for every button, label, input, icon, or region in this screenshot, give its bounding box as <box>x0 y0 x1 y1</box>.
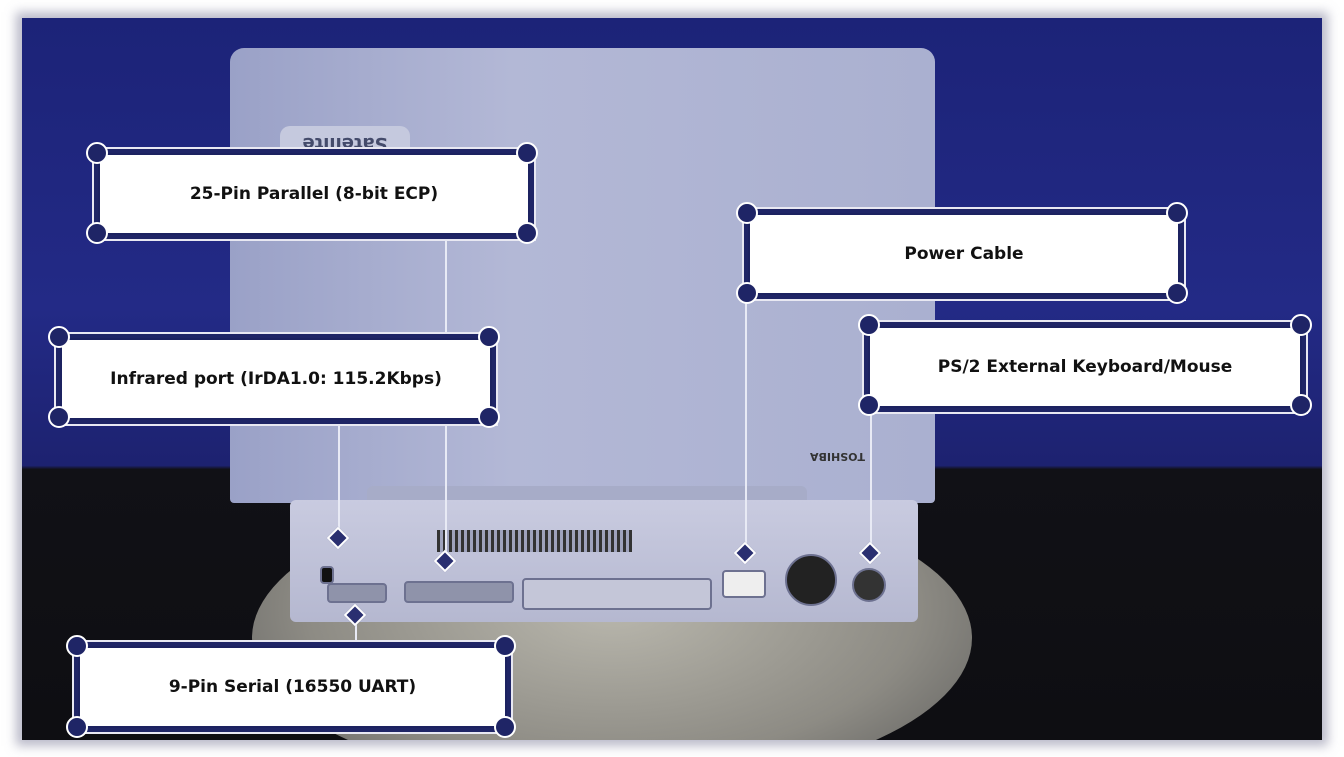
ornament-icon <box>86 142 108 164</box>
ps2-port <box>852 568 886 602</box>
vent <box>437 530 632 552</box>
ps2-label: PS/2 External Keyboard/Mouse <box>868 326 1302 408</box>
ornament-icon <box>48 406 70 428</box>
ornament-icon <box>1290 394 1312 416</box>
ornament-icon <box>858 314 880 336</box>
ornament-icon <box>1290 314 1312 336</box>
ornament-icon <box>1166 282 1188 304</box>
serial-label: 9-Pin Serial (16550 UART) <box>78 646 507 728</box>
pc-card-slot <box>522 578 712 610</box>
serial-callout-line <box>355 612 357 650</box>
parallel-label: 25-Pin Parallel (8-bit ECP) <box>98 153 530 235</box>
infrared-callout-line <box>338 418 340 536</box>
ornament-icon <box>736 282 758 304</box>
ornament-icon <box>86 222 108 244</box>
ornament-icon <box>736 202 758 224</box>
power-label: Power Cable <box>748 213 1180 295</box>
ornament-icon <box>1166 202 1188 224</box>
ornament-icon <box>494 635 516 657</box>
ornament-icon <box>66 635 88 657</box>
power-jack <box>722 570 766 598</box>
power-callout-line <box>745 292 747 548</box>
parallel-port <box>404 581 514 603</box>
infrared-port <box>320 566 334 584</box>
ornament-icon <box>494 716 516 738</box>
ornament-icon <box>66 716 88 738</box>
serial-port <box>327 583 387 603</box>
fan <box>785 554 837 606</box>
ornament-icon <box>516 222 538 244</box>
ornament-icon <box>478 326 500 348</box>
ornament-icon <box>478 406 500 428</box>
ornament-icon <box>858 394 880 416</box>
ps2-callout-line <box>870 408 872 548</box>
infrared-label: Infrared port (IrDA1.0: 115.2Kbps) <box>60 338 492 420</box>
ornament-icon <box>516 142 538 164</box>
ornament-icon <box>48 326 70 348</box>
toshiba-logo: TOSHIBA <box>810 450 865 463</box>
